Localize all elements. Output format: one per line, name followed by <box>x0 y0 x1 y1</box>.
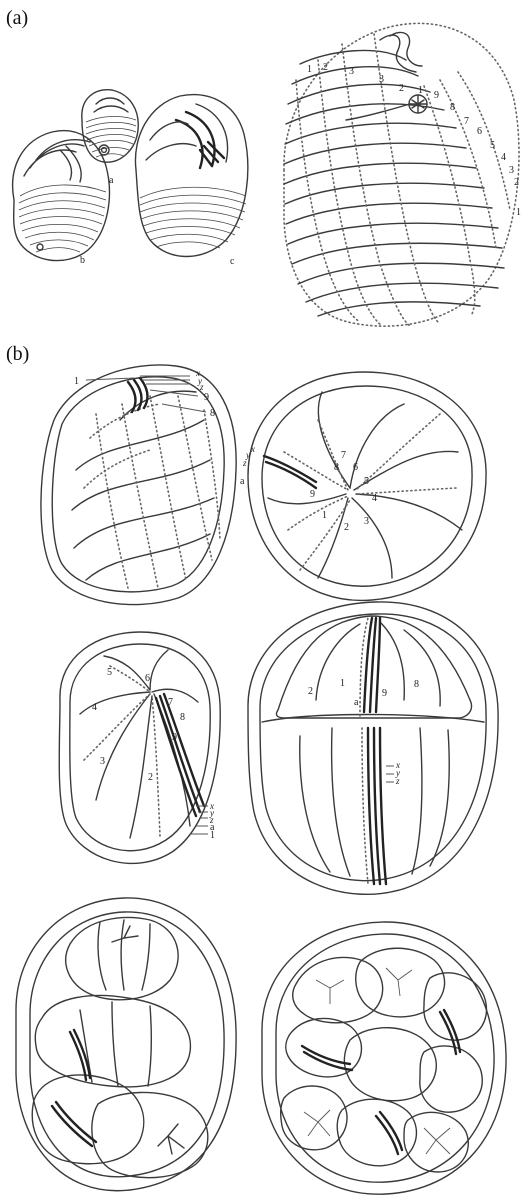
fig3-label-4: 4 <box>92 702 97 713</box>
panel-a-tag: (a) <box>6 7 28 29</box>
spiral-num-3a: 3 <box>349 66 354 77</box>
fig3-label-6: 6 <box>145 673 150 684</box>
sublabel-c: c <box>230 256 235 267</box>
fig3-label-5: 5 <box>107 667 112 678</box>
fig4-label-z: z <box>395 776 400 786</box>
fig2-label-6: 6 <box>353 462 358 473</box>
embryo-a-small: a <box>82 90 138 186</box>
spiral-num-2a: 2 <box>323 62 328 73</box>
fig2-label-3: 3 <box>364 516 369 527</box>
spiral-num-6: 6 <box>477 126 482 137</box>
spiral-num-5: 5 <box>490 140 495 151</box>
spiral-num-3c: 3 <box>509 165 514 176</box>
embryo-fig-3: 5 6 4 7 8 9 3 2 x y z a 1 <box>59 632 220 863</box>
fig2-label-a: a <box>240 476 245 487</box>
embryo-c: c <box>135 95 247 267</box>
fig2-label-5: 5 <box>364 476 369 487</box>
fig2-label-9: 9 <box>310 489 315 500</box>
fig2-label-2: 2 <box>344 522 349 533</box>
fig1-label-z: z <box>199 382 204 392</box>
embryo-fig-5 <box>16 898 236 1191</box>
spiral-num-8: 8 <box>450 102 455 113</box>
fig1-label-9: 9 <box>204 392 209 403</box>
spiral-num-1a: 1 <box>307 64 312 75</box>
embryo-fig-2: y x z a 8 7 6 5 4 9 1 2 3 <box>240 372 486 600</box>
fig1-label-1: 1 <box>74 376 79 387</box>
embryo-fig-6 <box>262 922 506 1194</box>
spiral-num-1b: 1 <box>418 85 423 96</box>
spiral-num-2c: 2 <box>514 177 519 188</box>
fig2-label-8: 8 <box>334 462 339 473</box>
fig2-label-7: 7 <box>341 450 346 461</box>
fig4-label-1: 1 <box>340 678 345 689</box>
spiral-num-4: 4 <box>501 152 506 163</box>
sublabel-b: b <box>80 255 85 266</box>
spiral-num-2b: 2 <box>399 83 404 94</box>
fig3-label-9: 9 <box>172 732 177 743</box>
fig3-label-8: 8 <box>180 712 185 723</box>
fig2-label-z: z <box>242 458 247 468</box>
spiral-num-1c: 1 <box>516 207 521 218</box>
fig4-label-8: 8 <box>414 679 419 690</box>
fig2-label-4: 4 <box>372 493 377 504</box>
fig4-label-a: a <box>354 697 359 708</box>
fig3-label-2: 2 <box>148 772 153 783</box>
panel-b-tag: (b) <box>6 343 29 365</box>
fig4-label-9: 9 <box>382 688 387 699</box>
fig4-label-2: 2 <box>308 686 313 697</box>
fig3-label-7: 7 <box>168 697 173 708</box>
fig2-label-x: x <box>250 444 255 454</box>
spiral-num-3b: 3 <box>379 74 384 85</box>
spiral-num-9: 9 <box>434 90 439 101</box>
fig2-label-1: 1 <box>322 510 327 521</box>
embryo-fig-4: 2 1 a 9 8 x y z <box>248 602 498 894</box>
fig3-label-1: 1 <box>210 830 215 841</box>
embryo-spiral-large: 1 2 3 3 2 1 9 8 7 6 5 4 3 2 1 <box>284 23 521 326</box>
spiral-num-7: 7 <box>464 116 469 127</box>
embryo-fig-1: 1 x y z 9 8 <box>41 365 236 605</box>
fig1-label-8: 8 <box>210 408 215 419</box>
fig3-label-3: 3 <box>100 756 105 767</box>
